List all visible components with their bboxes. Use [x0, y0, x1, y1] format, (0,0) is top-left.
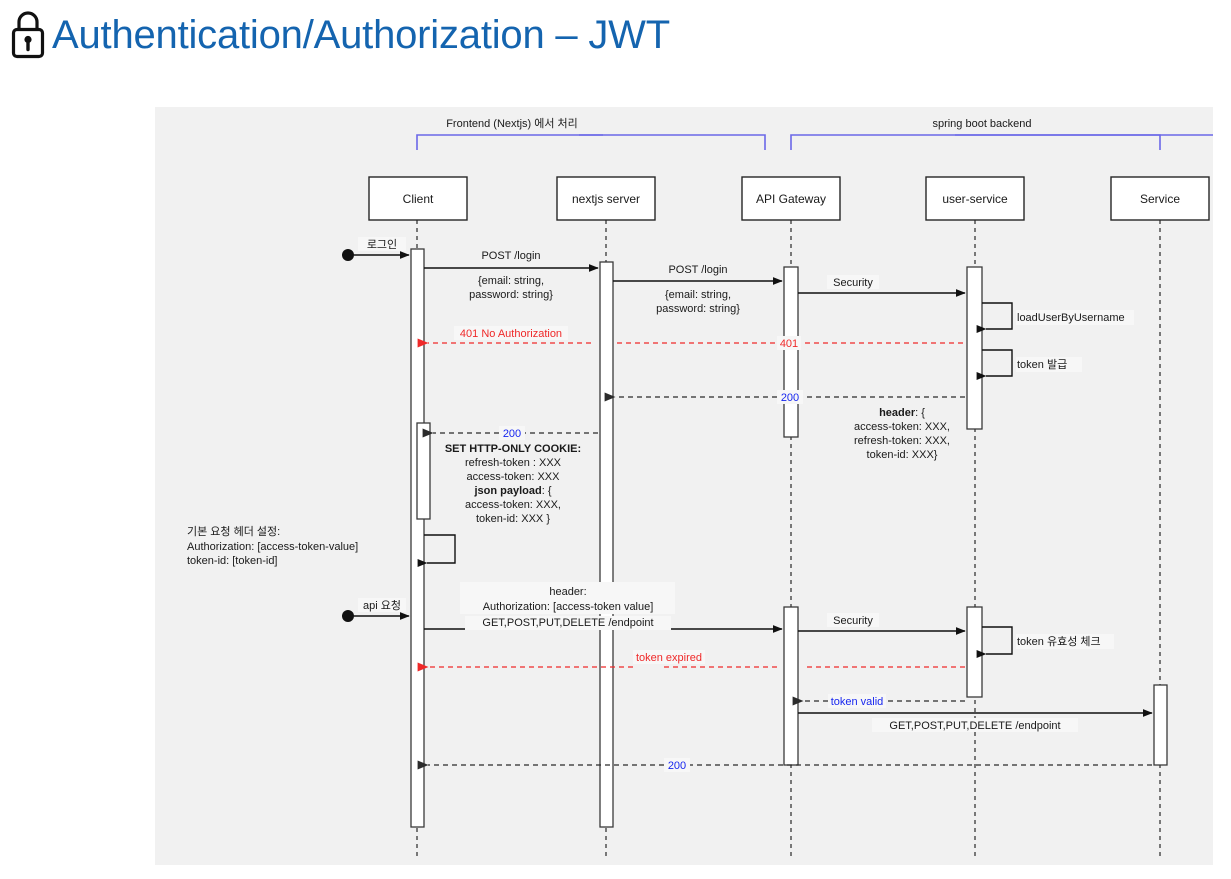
message-label-token-valid: token valid — [831, 696, 884, 708]
message-cookie-line2: access-token: XXX — [467, 471, 561, 483]
participant-label-service: Service — [1140, 192, 1180, 206]
message-token-expired: token expired — [417, 650, 965, 672]
message-cookie-title: SET HTTP-ONLY COOKIE: — [445, 443, 581, 455]
lock-icon — [8, 8, 48, 62]
participant-label-client: Client — [403, 192, 434, 206]
activation-user-2 — [966, 606, 983, 698]
activation-client-main — [410, 248, 425, 828]
activation-gateway-1 — [783, 266, 799, 438]
page-title-text: Authentication/Authorization – JWT — [52, 13, 670, 57]
actor-dot-api-request — [342, 610, 354, 622]
message-label-endpoint-1: GET,POST,PUT,DELETE /endpoint — [482, 617, 653, 629]
message-label-200-b: 200 — [503, 428, 521, 440]
participant-service[interactable]: Service — [1110, 176, 1210, 221]
participant-nextjs-server[interactable]: nextjs server — [556, 176, 656, 221]
participant-client[interactable]: Client — [368, 176, 468, 221]
message-label-header-2: header: — [549, 586, 586, 598]
message-label-401: 401 — [780, 338, 798, 350]
message-200-final: 200 — [417, 758, 1152, 772]
message-label-login: 로그인 — [367, 238, 397, 251]
note-line2: Authorization: [access-token-value] — [187, 541, 358, 553]
message-200-header: 200 header: { access-token: XXX, refresh… — [604, 390, 965, 461]
message-header-title: header: { — [879, 407, 925, 419]
message-label-401-full: 401 No Authorization — [460, 328, 562, 340]
message-header-line1: access-token: XXX, — [854, 421, 950, 433]
message-token-validity-check: token 유효성 체크 — [976, 626, 1114, 658]
message-label-post-login-1: POST /login — [481, 250, 540, 262]
participant-label-nextjs: nextjs server — [572, 192, 640, 206]
group-label-backend: spring boot backend — [932, 118, 1031, 130]
message-security-1: Security — [798, 275, 966, 297]
group-label-frontend: Frontend (Nextjs) 에서 처리 — [446, 117, 578, 130]
message-label-security-1: Security — [833, 277, 873, 289]
message-token-valid: token valid — [792, 694, 965, 708]
message-401-no-authorization: 401 No Authorization 401 — [417, 326, 963, 350]
participant-user-service[interactable]: user-service — [925, 176, 1025, 221]
sequence-diagram-svg: Frontend (Nextjs) 에서 처리 spring boot back… — [183, 116, 1213, 857]
message-body-1-line1: {email: string, — [478, 275, 544, 287]
message-header-line2: refresh-token: XXX, — [854, 435, 950, 447]
message-json-line1: access-token: XXX, — [465, 499, 561, 511]
message-label-token-expired: token expired — [636, 652, 702, 664]
message-header-line3: token-id: XXX} — [867, 449, 938, 461]
note-background — [183, 520, 405, 567]
message-label-authorization-header: Authorization: [access-token value] — [483, 601, 654, 613]
message-json-payload-title: json payload: { — [473, 485, 551, 497]
message-label-post-login-2: POST /login — [668, 264, 727, 276]
message-label-security-2: Security — [833, 615, 873, 627]
message-body-2-line1: {email: string, — [665, 289, 731, 301]
group-bracket-backend: spring boot backend — [790, 116, 1213, 150]
message-label-api-request: api 요청 — [363, 599, 401, 612]
note-line1: 기본 요청 헤더 설정: — [187, 525, 280, 538]
message-label-token-issue: token 발급 — [1017, 358, 1067, 371]
sequence-diagram-canvas: Frontend (Nextjs) 에서 처리 spring boot back… — [153, 105, 1215, 867]
participant-api-gateway[interactable]: API Gateway — [741, 176, 841, 221]
message-load-user-by-username: loadUserByUsername — [976, 302, 1134, 333]
participant-label-user: user-service — [942, 192, 1008, 206]
activation-user-1 — [966, 266, 983, 430]
message-label-token-check: token 유효성 체크 — [1017, 635, 1101, 648]
actor-dot-login — [342, 249, 354, 261]
page-title: Authentication/Authorization – JWT — [8, 8, 670, 62]
message-security-2: Security — [798, 613, 966, 635]
activation-service-1 — [1153, 684, 1168, 766]
message-label-200-a: 200 — [781, 392, 799, 404]
message-login: 로그인 — [342, 237, 410, 261]
message-body-1-line2: password: string} — [469, 289, 553, 301]
message-post-login-1: POST /login {email: string, password: st… — [424, 250, 599, 301]
message-json-line2: token-id: XXX } — [476, 513, 550, 525]
note-default-request-header: 기본 요청 헤더 설정: Authorization: [access-toke… — [183, 520, 456, 567]
message-body-2-line2: password: string} — [656, 303, 740, 315]
message-endpoint-request: header: Authorization: [access-token val… — [424, 582, 783, 633]
message-token-issue: token 발급 — [976, 349, 1082, 380]
message-post-login-2: POST /login {email: string, password: st… — [613, 264, 783, 315]
activation-client-nested — [416, 422, 431, 520]
participant-label-gateway: API Gateway — [756, 192, 826, 206]
message-api-request: api 요청 — [342, 598, 410, 622]
note-line3: token-id: [token-id] — [187, 555, 278, 567]
message-cookie-line1: refresh-token : XXX — [465, 457, 562, 469]
activation-gateway-2 — [783, 606, 799, 766]
message-label-endpoint-2: GET,POST,PUT,DELETE /endpoint — [889, 720, 1060, 732]
message-endpoint-request-2: GET,POST,PUT,DELETE /endpoint — [798, 709, 1153, 732]
message-label-200-c: 200 — [668, 760, 686, 772]
activation-bars — [410, 248, 1168, 828]
message-label-load-user: loadUserByUsername — [1017, 312, 1125, 324]
group-bracket-frontend: Frontend (Nextjs) 에서 처리 — [409, 116, 766, 150]
message-200-set-cookie: 200 SET HTTP-ONLY COOKIE: refresh-token … — [422, 426, 598, 525]
activation-nextjs-1 — [599, 261, 614, 828]
